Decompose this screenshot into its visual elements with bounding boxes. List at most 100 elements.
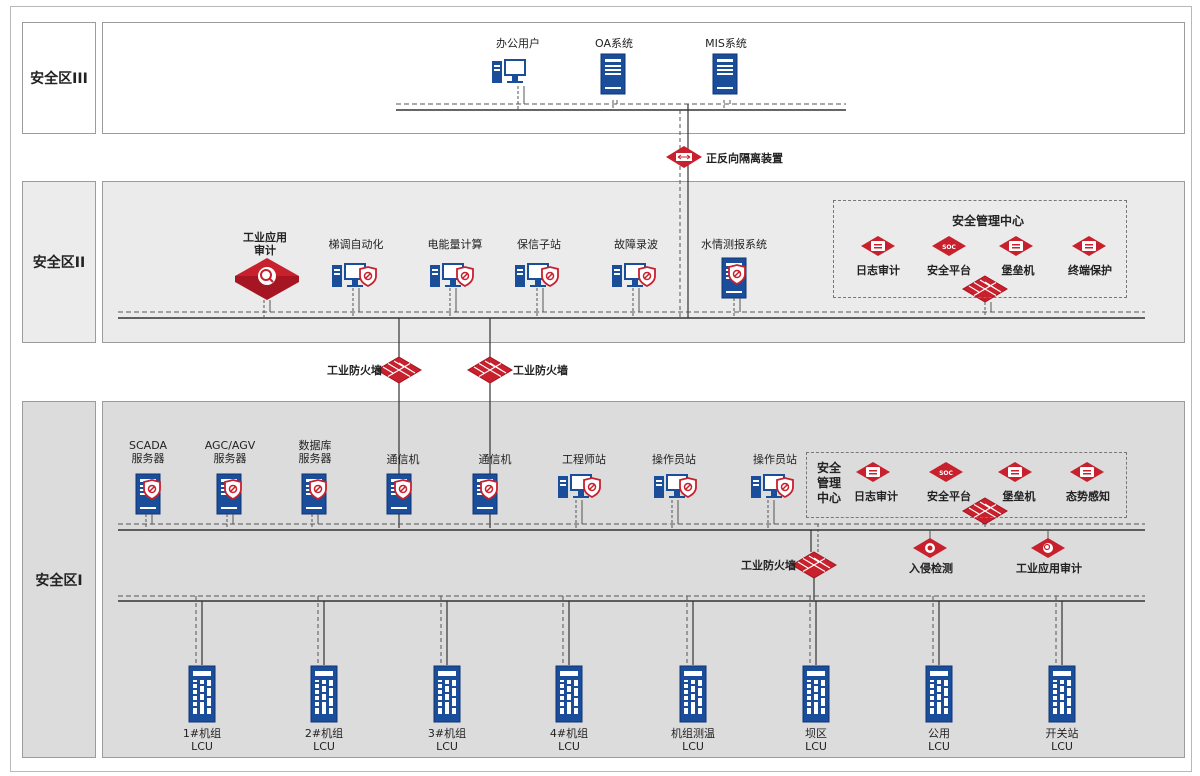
water-shield-icon: [728, 264, 746, 285]
relay-shield-icon: [541, 266, 559, 287]
energy-label: 电能量计算: [427, 238, 483, 251]
zone1-label-text: 安全区I: [35, 572, 83, 589]
office-pc-icon: [492, 59, 526, 83]
lcu-label-type: LCU: [928, 740, 950, 753]
zone1-security-title-l3: 中心: [817, 491, 842, 505]
zone3-label-text: 安全区III: [30, 71, 88, 87]
agc-label-l1: AGC/AGV: [204, 439, 256, 452]
relay-label: 保信子站: [517, 238, 561, 251]
zone1-security-platform-icon: SOC: [929, 462, 963, 482]
lcu-label-type: LCU: [558, 740, 580, 753]
lcu-label-name: 4#机组: [549, 727, 589, 740]
zone1-label: 安全区I: [22, 401, 96, 758]
zone1-log-audit-label: 日志审计: [854, 490, 898, 503]
zone3-box: [102, 22, 1185, 134]
engineer-shield-icon: [583, 477, 601, 498]
fw-zone1-label: 工业防火墙: [741, 559, 796, 572]
lcu-rack-icon: [925, 665, 953, 723]
comm2-label: 通信机: [478, 453, 512, 466]
op1-label: 操作员站: [652, 453, 696, 466]
lcu-rack-icon: [433, 665, 461, 723]
engineer-label: 工程师站: [562, 453, 606, 466]
lcu-label-name: 开关站: [1045, 727, 1079, 740]
lcu-rack-icon: [679, 665, 707, 723]
lcu-label-name: 3#机组: [427, 727, 467, 740]
oa-server-icon: [600, 53, 626, 95]
agc-shield-icon: [224, 479, 242, 500]
db-label-l1: 数据库: [298, 439, 332, 452]
lcu-label-name: 公用: [928, 727, 950, 740]
mis-system-label: MIS系统: [705, 37, 747, 50]
zone2-security-center-box: [833, 200, 1127, 298]
lcu-label-type: LCU: [191, 740, 213, 753]
water-label: 水情测报系统: [701, 238, 767, 251]
intrusion-detection-icon: [913, 538, 947, 558]
office-user-label: 办公用户: [496, 37, 540, 50]
zone2-security-platform-label: 安全平台: [927, 264, 971, 277]
fw-right-icon: [467, 356, 513, 384]
scada-label-l2: 服务器: [131, 452, 165, 465]
zone1-security-platform-label: 安全平台: [927, 490, 971, 503]
zone1-security-center-box: [806, 452, 1127, 518]
lcu-label-name: 机组测温: [671, 727, 715, 740]
comm2-shield-icon: [480, 479, 498, 500]
fault-shield-icon: [638, 266, 656, 287]
lcu-label-type: LCU: [1051, 740, 1073, 753]
lcu-label-type: LCU: [313, 740, 335, 753]
scada-label: SCADA 服务器: [129, 439, 167, 465]
fw-zone1-icon: [791, 551, 837, 579]
zone2-security-title: 安全管理中心: [951, 214, 1025, 228]
ladder-label: 梯调自动化: [328, 238, 384, 251]
mis-server-icon: [712, 53, 738, 95]
zone2-audit-icon: [235, 258, 299, 300]
scada-shield-icon: [143, 479, 161, 500]
zone2-audit-label-l2: 审计: [254, 244, 276, 257]
fault-label: 故障录波: [614, 238, 658, 251]
zone1-audit-label: 工业应用审计: [1016, 562, 1082, 575]
zone1-audit-icon: [1031, 538, 1065, 558]
ladder-shield-icon: [359, 266, 377, 287]
comm1-shield-icon: [394, 479, 412, 500]
zone2-label-text: 安全区II: [32, 255, 86, 271]
lcu-label-name: 1#机组: [182, 727, 222, 740]
zone2-log-audit-label: 日志审计: [856, 264, 900, 277]
zone2-security-platform-icon: SOC: [932, 236, 966, 256]
fw-left-icon: [376, 356, 422, 384]
op2-shield-icon: [776, 477, 794, 498]
fw-left-label: 工业防火墙: [327, 364, 382, 377]
energy-shield-icon: [456, 266, 474, 287]
oa-system-label: OA系统: [595, 37, 633, 50]
zone1-situation-label: 态势感知: [1066, 490, 1110, 503]
zone2-audit-label-l1: 工业应用: [243, 231, 287, 244]
op1-shield-icon: [679, 477, 697, 498]
zone3-label: 安全区III: [22, 22, 96, 134]
isolation-label: 正反向隔离装置: [706, 152, 783, 165]
lcu-rack-icon: [802, 665, 830, 723]
zone1-bastion-label: 堡垒机: [1002, 490, 1036, 503]
zone1-security-title-l1: 安全: [817, 461, 842, 475]
agc-label-l2: 服务器: [213, 452, 247, 465]
agc-label: AGC/AGV 服务器: [205, 439, 256, 465]
op2-label: 操作员站: [753, 453, 797, 466]
comm1-label: 通信机: [386, 453, 420, 466]
db-label: 数据库 服务器: [299, 439, 332, 465]
intrusion-label: 入侵检测: [909, 562, 953, 575]
svg-text:SOC: SOC: [942, 244, 956, 251]
lcu-label-type: LCU: [436, 740, 458, 753]
svg-text:SOC: SOC: [939, 470, 953, 477]
outer-frame: [10, 6, 1192, 772]
scada-label-l1: SCADA: [129, 439, 167, 452]
lcu-rack-icon: [188, 665, 216, 723]
zone1-box: [102, 401, 1185, 758]
lcu-rack-icon: [310, 665, 338, 723]
zone2-label: 安全区II: [22, 181, 96, 343]
